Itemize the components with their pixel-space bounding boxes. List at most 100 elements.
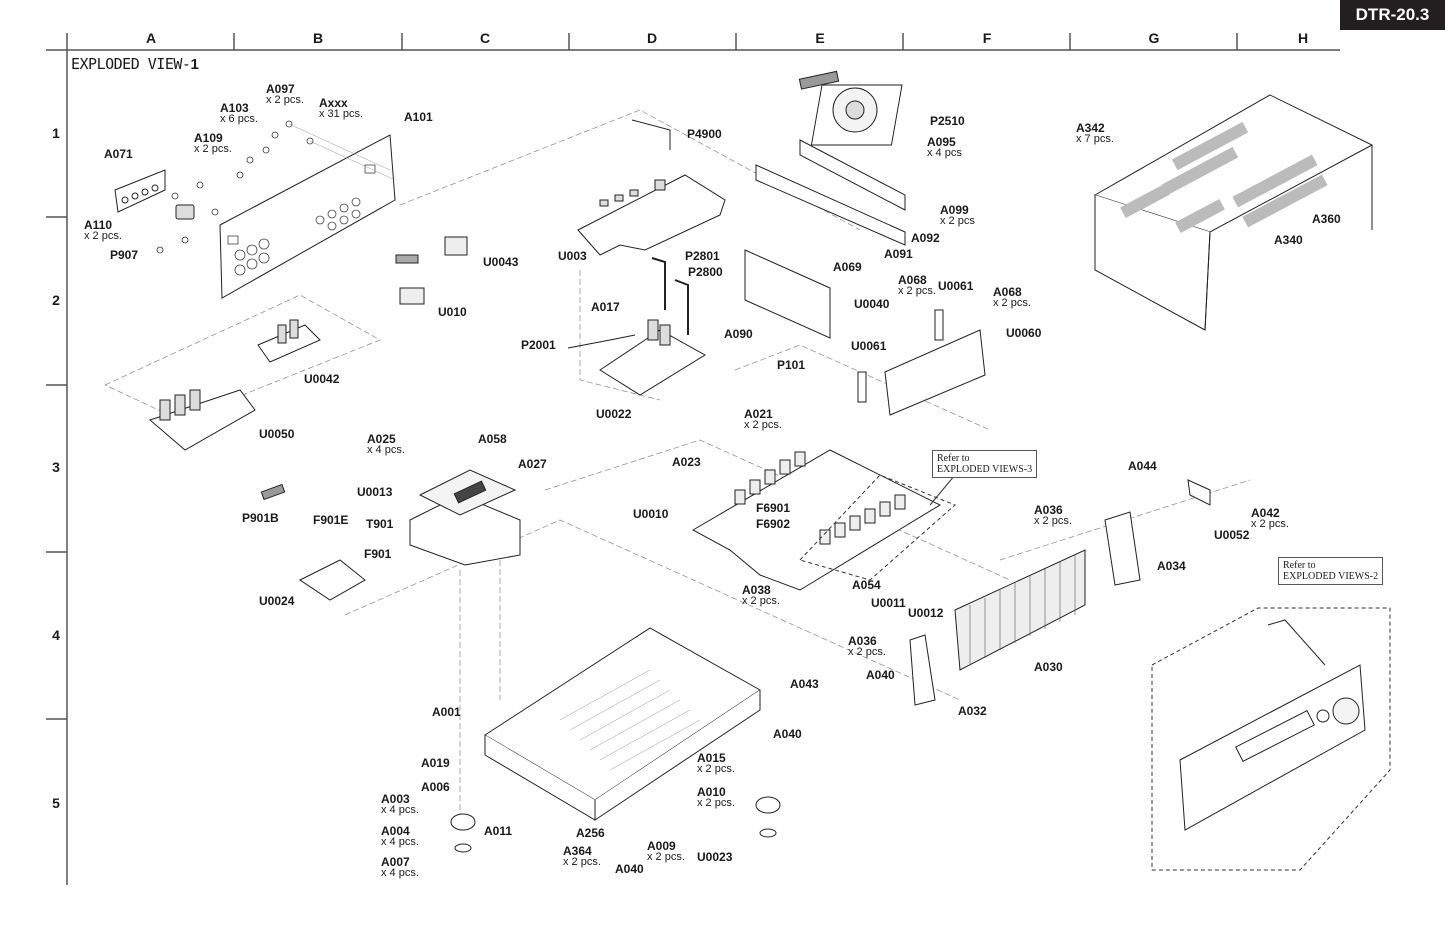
dashed-refer-region-3 [799, 474, 956, 581]
part-code: A092 [911, 231, 940, 245]
page-title: EXPLODED VIEW-1 [71, 55, 199, 73]
part-label-f901: F901 [364, 548, 391, 560]
part-code: A025 [367, 432, 396, 446]
column-label-b: B [312, 30, 324, 46]
part-label-a011: A011 [484, 824, 513, 838]
row-label-5: 5 [52, 795, 60, 811]
part-code: P907 [110, 248, 139, 262]
row-label-3: 3 [52, 459, 60, 475]
part-label-u0061: U0061 [851, 339, 887, 353]
board-u0060 [884, 329, 986, 416]
part-label-u0052: U0052 [1214, 528, 1250, 542]
board-u0040 [744, 249, 831, 339]
part-code: P901B [242, 511, 279, 525]
part-quantity: x 2 pcs. [1034, 515, 1072, 527]
part-quantity: x 2 pcs. [697, 797, 735, 809]
transformer-t901 [409, 469, 521, 566]
part-code: A027 [518, 457, 547, 471]
board-u0022 [567, 319, 706, 396]
part-code: A010 [697, 785, 726, 799]
chassis-a001 [484, 627, 761, 821]
part-quantity: x 6 pcs. [220, 113, 258, 125]
part-code: A017 [591, 300, 620, 314]
screws-rear [156, 120, 396, 254]
part-label-a019: A019 [421, 757, 450, 769]
board-u0010 [691, 449, 942, 591]
part-quantity: x 2 pcs. [84, 230, 122, 242]
part-code: A069 [833, 260, 862, 274]
part-label-p901b: P901B [242, 511, 279, 525]
part-code: A030 [1034, 660, 1063, 674]
part-code: P2510 [930, 114, 965, 128]
part-code: T901 [366, 517, 394, 531]
part-code: F6901 [756, 501, 791, 515]
part-quantity: x 2 pcs. [194, 143, 232, 155]
part-code: A044 [1128, 459, 1157, 473]
part-label-f901e: F901E [313, 513, 349, 527]
brackets-a034-a032 [909, 511, 1141, 706]
part-code: A110 [84, 218, 113, 232]
part-code: U0040 [854, 297, 890, 311]
cable-p901b [260, 483, 286, 501]
part-label-a034: A034 [1157, 560, 1186, 572]
part-code: A011 [484, 824, 513, 838]
part-label-a340: A340 [1274, 233, 1303, 247]
part-code: P4900 [687, 127, 722, 141]
part-label-a101: A101 [404, 111, 433, 123]
part-code: F901E [313, 513, 349, 527]
part-code: U0061 [851, 339, 887, 353]
part-label-u0043: U0043 [483, 256, 518, 268]
column-label-e: E [815, 30, 825, 46]
part-code: A040 [615, 862, 644, 876]
board-u0043 [444, 236, 468, 256]
part-code: U003 [558, 249, 587, 263]
connector-p907 [175, 204, 195, 220]
part-code: Axxx [319, 96, 348, 110]
part-code: A040 [866, 668, 895, 682]
part-label-p4900: P4900 [687, 127, 722, 141]
board-u0042 [257, 319, 321, 363]
part-code: A340 [1274, 233, 1303, 247]
column-label-d: D [646, 30, 658, 46]
feet-a003 [450, 796, 781, 853]
part-code: U0061 [938, 279, 974, 293]
part-label-u0040: U0040 [854, 297, 890, 311]
part-code: U0024 [259, 594, 295, 608]
part-code: A023 [672, 455, 701, 469]
part-code: A021 [744, 407, 773, 421]
part-code: A003 [381, 792, 410, 806]
part-label-a054: A054 [852, 579, 881, 591]
part-code: A099 [940, 203, 969, 217]
part-label-u0024: U0024 [259, 594, 295, 608]
part-label-p101: P101 [777, 359, 805, 371]
part-label-u0060: U0060 [1006, 327, 1041, 339]
bracket-u0052 [1187, 479, 1211, 506]
part-code: F6902 [756, 517, 791, 531]
part-label-u0023: U0023 [697, 851, 732, 863]
part-label-a071: A071 [104, 148, 133, 160]
part-code: U0052 [1214, 528, 1250, 542]
column-label-f: F [982, 30, 992, 46]
part-label-u0011: U0011 [871, 597, 906, 609]
part-code: A032 [958, 704, 987, 718]
cables-p2801-p2800 [651, 257, 689, 335]
part-quantity: x 2 pcs. [266, 94, 304, 106]
part-code: A097 [266, 82, 295, 96]
part-label-a030: A030 [1034, 660, 1063, 674]
part-label-u0042: U0042 [304, 373, 339, 385]
part-code: A109 [194, 131, 223, 145]
part-code: A058 [478, 432, 507, 446]
